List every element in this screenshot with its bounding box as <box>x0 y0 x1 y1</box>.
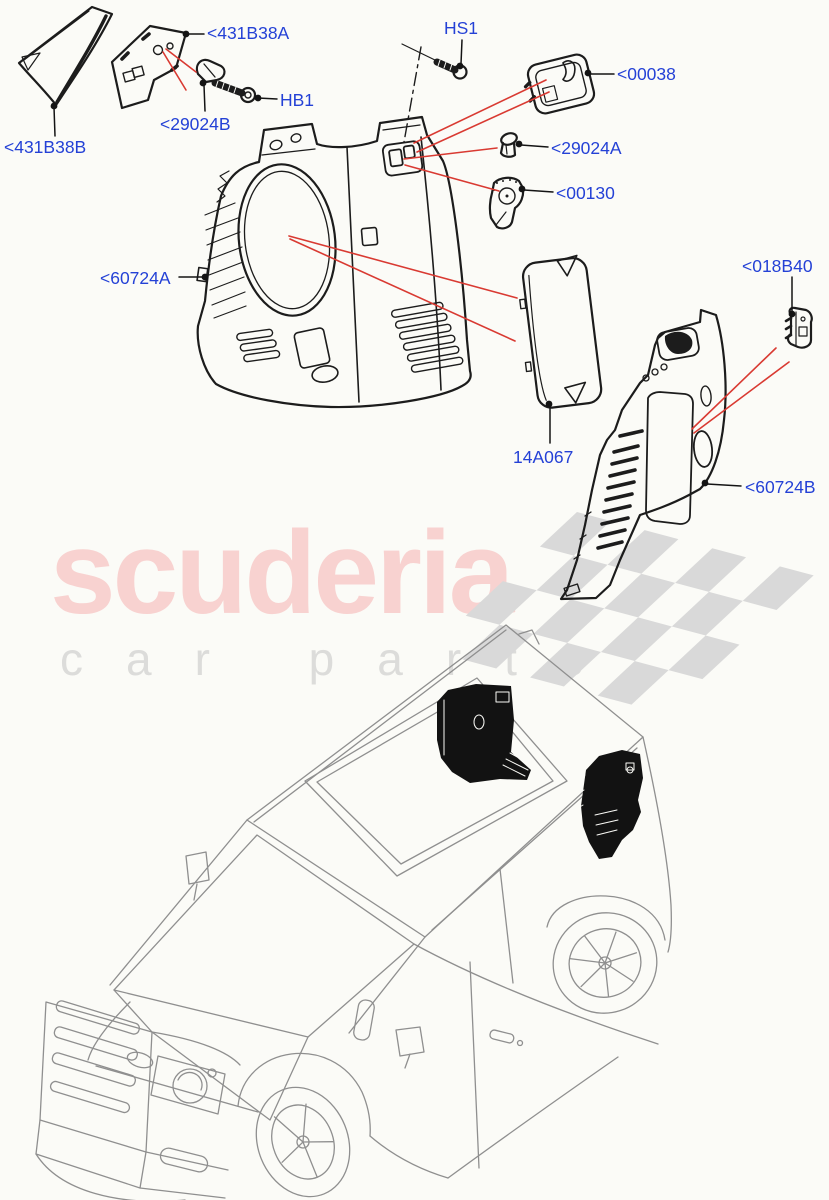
part-label-431b38a[interactable]: <431B38A <box>207 23 290 43</box>
part-label-hb1[interactable]: HB1 <box>280 90 315 110</box>
part-label-60724b[interactable]: <60724B <box>745 477 816 497</box>
trim-panel-location-silhouettes <box>437 684 643 859</box>
part-431b38b <box>17 5 114 107</box>
red-callout-lines <box>162 48 790 434</box>
part-label-018b40[interactable]: <018B40 <box>742 256 813 276</box>
part-00038 <box>523 53 596 115</box>
part-60724a <box>196 115 472 409</box>
right-panel-silhouette <box>581 750 643 859</box>
part-431b38a <box>110 24 188 110</box>
part-label-60724a[interactable]: <60724A <box>100 268 171 288</box>
part-hb1-screw <box>211 79 257 104</box>
part-label-431b38b[interactable]: <431B38B <box>4 137 87 157</box>
part-label-29024a[interactable]: <29024A <box>551 138 622 158</box>
part-60724b <box>559 308 727 601</box>
part-label-14a067[interactable]: 14A067 <box>513 447 574 467</box>
exploded-parts <box>17 5 813 601</box>
part-label-hs1[interactable]: HS1 <box>444 18 479 38</box>
part-00130 <box>488 176 525 230</box>
part-label-29024b[interactable]: <29024B <box>160 114 231 134</box>
part-14a067 <box>519 254 603 409</box>
part-hs1-screw <box>401 43 468 143</box>
left-panel-silhouette <box>437 684 531 783</box>
vehicle-outline <box>35 624 673 1200</box>
leader-lines <box>50 30 796 487</box>
part-29024b <box>195 58 226 84</box>
watermark-brand: scuderia <box>50 507 514 639</box>
part-label-00038[interactable]: <00038 <box>617 64 676 84</box>
part-label-00130[interactable]: <00130 <box>556 183 615 203</box>
part-29024a <box>499 132 518 158</box>
